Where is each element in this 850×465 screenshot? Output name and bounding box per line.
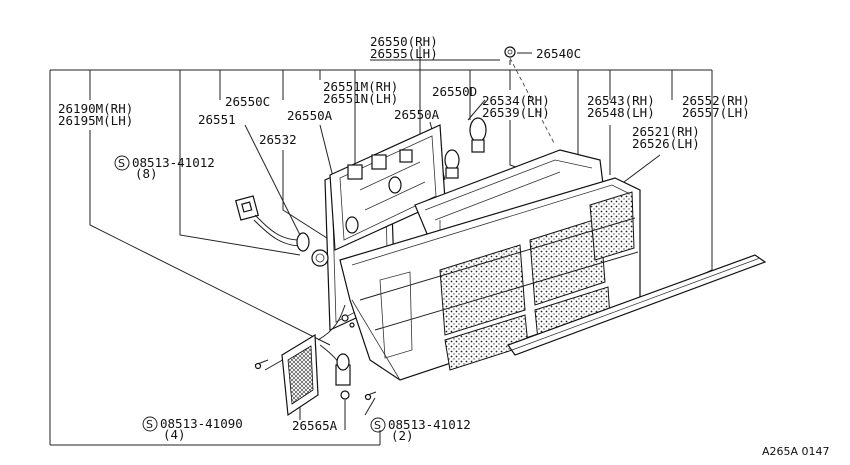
label-08513-41012-bottom: 08513-41012 [388, 417, 471, 432]
label-26552: 26552(RH) [682, 93, 750, 108]
label-26534: 26534(RH) [482, 93, 550, 108]
standard-part-symbol [370, 417, 386, 433]
label-26532: 26532 [259, 132, 297, 147]
label-26550: 26550(RH) [370, 34, 438, 49]
label-qty-8: (8) [135, 166, 158, 181]
standard-part-letter: S [374, 419, 381, 432]
label-26550d: 26550D [432, 84, 477, 99]
diagram-code: A265A 0147 [762, 445, 830, 458]
label-26540c: 26540C [536, 46, 581, 61]
harness-connector [234, 195, 310, 252]
label-26195m: 26195M(LH) [58, 113, 133, 128]
standard-part-symbol [114, 155, 130, 171]
bulb-group [311, 117, 487, 267]
label-26190m: 26190M(RH) [58, 101, 133, 116]
label-26550a-left: 26550A [287, 108, 333, 123]
label-26548: 26548(LH) [587, 105, 655, 120]
label-26526: 26526(LH) [632, 136, 700, 151]
label-qty-4: (4) [163, 427, 186, 442]
label-08513-41012-top: 08513-41012 [132, 155, 215, 170]
standard-part-letter: S [118, 157, 125, 170]
label-26565a: 26565A [292, 418, 338, 433]
label-26555: 26555(LH) [370, 46, 438, 61]
label-26550c: 26550C [225, 94, 270, 109]
label-08513-41090: 08513-41090 [160, 416, 243, 431]
side-marker-lamp [254, 304, 377, 417]
label-26551: 26551 [198, 112, 236, 127]
label-26539: 26539(LH) [482, 105, 550, 120]
clip-26540c [504, 46, 516, 58]
label-26550a-right: 26550A [394, 107, 440, 122]
socket-plate-shape [329, 124, 446, 251]
finisher-strip [507, 254, 767, 356]
label-26521: 26521(RH) [632, 124, 700, 139]
label-26557: 26557(LH) [682, 105, 750, 120]
label-26543: 26543(RH) [587, 93, 655, 108]
label-26551n: 26551N(LH) [323, 91, 398, 106]
standard-part-letter: S [146, 418, 153, 431]
label-qty-2: (2) [391, 428, 414, 443]
label-26551m: 26551M(RH) [323, 79, 398, 94]
standard-part-symbol [142, 416, 158, 432]
part-labels: 26550(RH) 26555(LH) 26540C 26190M(RH) 26… [58, 34, 830, 458]
